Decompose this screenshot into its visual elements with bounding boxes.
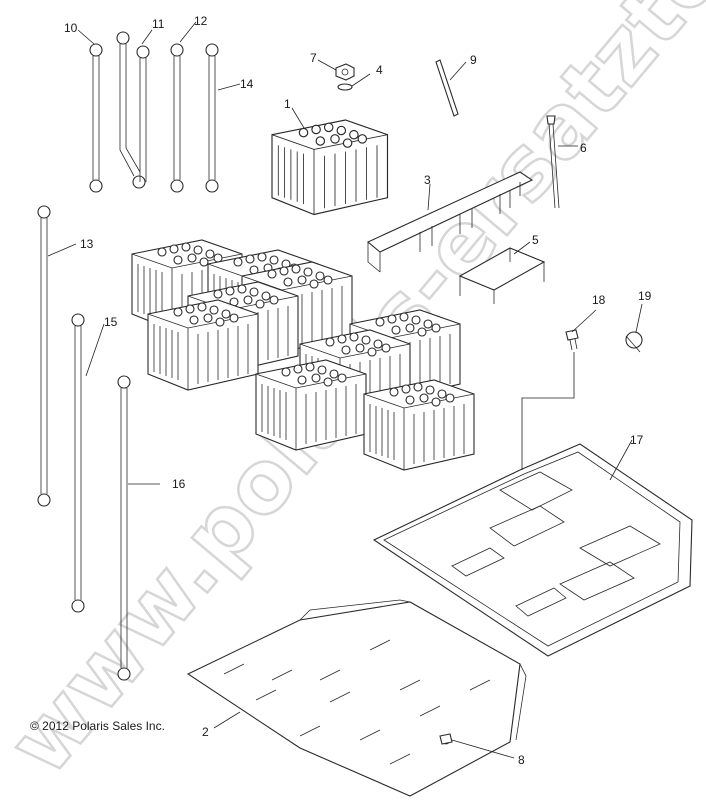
callout-1: 1 [284, 97, 291, 111]
callout-16: 16 [172, 477, 186, 491]
battery-single [271, 119, 389, 216]
bracket-5 [458, 247, 546, 304]
copyright: © 2012 Polaris Sales Inc. [30, 719, 165, 733]
callout-labels: 10 11 12 14 1 7 4 9 6 3 5 13 15 16 18 19… [64, 14, 652, 767]
rod-9 [435, 59, 459, 117]
fastener-18 [565, 329, 579, 351]
bolt-6 [546, 115, 560, 209]
cable-13 [37, 205, 51, 507]
bolt-8 [439, 733, 453, 745]
callout-3: 3 [424, 173, 431, 187]
cable-14 [205, 43, 219, 193]
cable-12 [170, 43, 184, 193]
washer-4 [337, 83, 353, 91]
callout-5: 5 [532, 233, 539, 247]
short-cables [89, 31, 219, 193]
callout-6: 6 [580, 141, 587, 155]
plate-2 [186, 599, 527, 797]
callout-13: 13 [80, 237, 94, 251]
callout-18: 18 [592, 293, 606, 307]
callout-15: 15 [104, 315, 118, 329]
callout-14: 14 [240, 77, 254, 91]
tray-17 [372, 443, 693, 657]
nut-7 [335, 63, 355, 81]
long-cables [37, 205, 131, 681]
callout-9: 9 [470, 53, 477, 67]
cable-11 [116, 31, 150, 189]
callout-4: 4 [376, 63, 383, 77]
clamp-19 [625, 331, 643, 353]
cable-16 [117, 375, 131, 681]
callout-10: 10 [64, 21, 78, 35]
cable-15 [71, 313, 85, 613]
callout-2: 2 [202, 725, 209, 739]
callout-7: 7 [310, 51, 317, 65]
callout-12: 12 [194, 14, 208, 28]
callout-19: 19 [638, 289, 652, 303]
callout-8: 8 [518, 753, 525, 767]
leader-lines [47, 21, 643, 759]
callout-17: 17 [630, 433, 644, 447]
cable-10 [89, 43, 103, 193]
callout-11: 11 [152, 17, 165, 31]
bracket-3 [366, 171, 534, 273]
